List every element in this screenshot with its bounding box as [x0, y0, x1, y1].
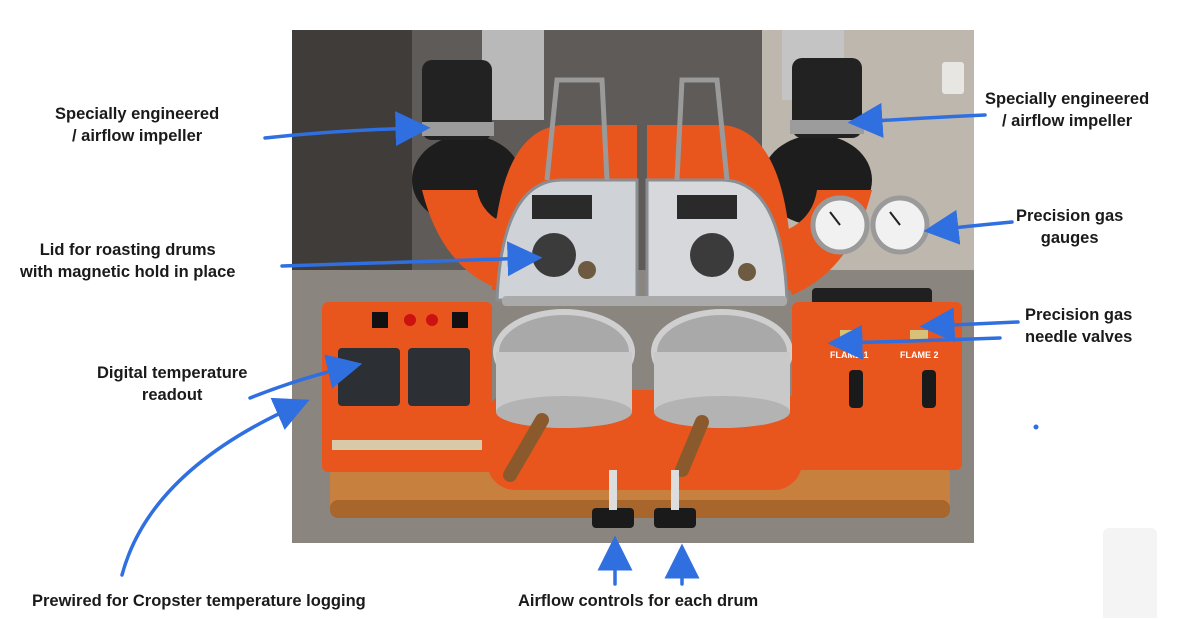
lid-knob-right: [738, 263, 756, 281]
flame-2-valve: [922, 370, 936, 408]
sight-glass-right: [690, 233, 734, 277]
stray-dot: [1033, 424, 1039, 430]
label-gauges: Precision gas gauges: [1016, 207, 1124, 247]
impeller-motor-left: [422, 60, 492, 140]
sight-glass-left: [532, 233, 576, 277]
faded-bottle: [1103, 528, 1157, 618]
arrow-cropster: [120, 397, 310, 577]
hinge-left: [532, 195, 592, 219]
tray-rim-bottom-right: [654, 396, 790, 428]
impeller-band-left: [422, 122, 494, 136]
roaster-photo: FLAME 1 FLAME 2: [292, 30, 974, 543]
label-lid: Lid for roasting drums with magnetic hol…: [20, 241, 236, 281]
tray-handle-left: [503, 413, 549, 482]
label-valves: Precision gas needle valves: [1025, 306, 1133, 346]
temp-readout-2: [408, 348, 470, 406]
wall-panel-left: [292, 30, 412, 270]
airflow-stem-right: [671, 470, 679, 510]
label-impeller-left: Specially engineered / airflow impeller: [55, 105, 220, 145]
airflow-stem-left: [609, 470, 617, 510]
needle-valve-2: [910, 330, 928, 340]
lid-handle-right: [674, 77, 730, 181]
indicator-red-2: [426, 314, 438, 326]
tray-rim-bottom-left: [496, 396, 632, 428]
exhaust-pipe-left: [482, 30, 544, 120]
label-airflow: Airflow controls for each drum: [518, 592, 759, 610]
tray-handle-right: [675, 415, 709, 477]
indicator-red-1: [404, 314, 416, 326]
label-impeller-right: Specially engineered / airflow impeller: [985, 90, 1150, 130]
airflow-knob-right: [654, 508, 696, 528]
gas-manifold: [812, 288, 932, 306]
outlet: [942, 62, 964, 94]
wooden-base-edge: [330, 500, 950, 518]
needle-valve-1: [840, 330, 858, 340]
hinge-right: [677, 195, 737, 219]
lid-handle-left: [544, 77, 610, 181]
flame-2-label: FLAME 2: [900, 350, 939, 360]
flame-1-label: FLAME 1: [830, 350, 869, 360]
gauge-needle-right: [889, 211, 901, 226]
airflow-knob-left: [592, 508, 634, 528]
flame-1-valve: [849, 370, 863, 408]
label-cropster: Prewired for Cropster temperature loggin…: [32, 592, 366, 610]
impeller-motor-right: [792, 58, 862, 138]
gas-panel: [792, 302, 962, 470]
switch-2: [452, 312, 468, 328]
label-readout: Digital temperature readout: [97, 364, 248, 404]
impeller-band-right: [790, 120, 864, 134]
power-switch: [372, 312, 388, 328]
gauge-needle-left: [829, 211, 841, 226]
lid-knob-left: [578, 261, 596, 279]
nameplate: [332, 440, 482, 450]
temp-readout-1: [338, 348, 400, 406]
control-box-left: [322, 302, 492, 472]
drum-rail: [502, 296, 787, 306]
